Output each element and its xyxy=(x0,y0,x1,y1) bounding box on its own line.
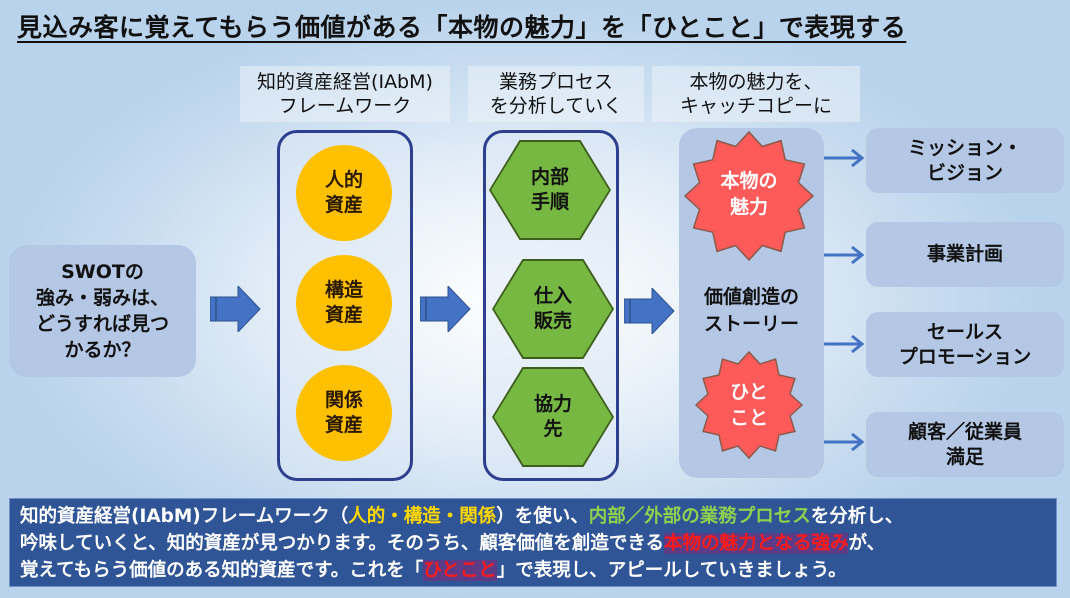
burst-label-line: ひと xyxy=(730,381,768,403)
burst-label-line: こと xyxy=(729,407,768,429)
arrow-right-icon xyxy=(824,432,865,452)
outcome-label: セールス xyxy=(926,320,1003,343)
catchcopy-header-line2: キャッチコピーに xyxy=(679,95,832,117)
process-hex-purchase-sales: 仕入販売 xyxy=(494,261,612,357)
swot-line: どうすれば見つ xyxy=(35,313,169,335)
arrow-right-icon xyxy=(824,245,865,265)
page-title: 見込み客に覚えてもらう価値がある「本物の魅力」を「ひとこと」で表現する xyxy=(17,13,907,42)
framework-header-line2: フレームワーク xyxy=(278,95,412,117)
outcome-label: プロモーション xyxy=(898,345,1032,368)
summary-text: 」で表現し、アピールしていきましょう。 xyxy=(496,560,847,581)
asset-label: 資産 xyxy=(324,194,363,216)
asset-label: 人的 xyxy=(324,169,363,191)
summary-line-3: 覚えてもらう価値のある知的資産です。これを「ひとこと」で表現し、アピールしていき… xyxy=(20,557,1056,584)
summary-highlight-red: 本物の魅力となる強み xyxy=(664,533,849,554)
asset-label: 関係 xyxy=(324,389,363,411)
asset-circle-human: 人的資産 xyxy=(296,145,392,241)
framework-header-line1: 知的資産経営(IAbM) xyxy=(257,71,433,93)
summary-text: 吟味していくと、知的資産が見つかります。そのうち、顧客価値を創造できる xyxy=(20,533,664,554)
asset-label: 資産 xyxy=(324,414,363,436)
burst-top-label: 本物の 魅力 xyxy=(683,168,815,220)
swot-line: 強み・弱みは、 xyxy=(35,287,169,309)
burst-label-line: 魅力 xyxy=(729,196,768,218)
summary-text: が、 xyxy=(848,533,886,554)
starburst-shape xyxy=(694,350,804,460)
outcome-label: ミッション・ xyxy=(907,136,1022,159)
process-label: 手順 xyxy=(530,191,569,213)
arrow-right-icon xyxy=(824,148,865,168)
block-arrow-icon xyxy=(420,286,471,332)
outcome-label: ビジョン xyxy=(926,161,1003,184)
summary-highlight-red: ひとこと xyxy=(423,560,497,581)
asset-label: 資産 xyxy=(324,304,363,326)
process-label: 販売 xyxy=(533,310,572,332)
asset-circle-relational: 関係資産 xyxy=(296,365,392,461)
process-label: 協力 xyxy=(533,393,572,415)
starburst-icon xyxy=(683,130,815,262)
outcome-label: 満足 xyxy=(945,445,984,468)
outcome-label: 顧客／従業員 xyxy=(907,420,1022,443)
catchcopy-header-line1: 本物の魅力を、 xyxy=(689,71,823,93)
story-line: 価値創造の xyxy=(703,286,799,308)
starburst-icon xyxy=(694,350,804,460)
process-label: 仕入 xyxy=(533,285,572,307)
asset-label: 構造 xyxy=(324,279,363,301)
asset-circle-structural: 構造資産 xyxy=(296,255,392,351)
outcome-label: 事業計画 xyxy=(926,243,1003,265)
process-label: 内部 xyxy=(530,166,569,188)
swot-line: SWOTの xyxy=(61,261,144,283)
story-line: ストーリー xyxy=(703,313,799,335)
summary-highlight-yellow: 人的・構造・関係 xyxy=(348,506,497,527)
summary-line-2: 吟味していくと、知的資産が見つかります。そのうち、顧客価値を創造できる本物の魅力… xyxy=(20,530,1056,557)
summary-banner: 知的資産経営(IAbM)フレームワーク（人的・構造・関係）を使い、内部／外部の業… xyxy=(9,498,1057,587)
outcome-business-plan: 事業計画 xyxy=(866,222,1064,287)
outcome-sales-promotion: セールスプロモーション xyxy=(866,312,1064,377)
burst-bottom-label: ひと こと xyxy=(694,379,804,431)
swot-line: かるか？ xyxy=(64,339,141,361)
starburst-shape xyxy=(683,130,815,262)
block-arrow-icon xyxy=(624,288,675,334)
summary-line-1: 知的資産経営(IAbM)フレームワーク（人的・構造・関係）を使い、内部／外部の業… xyxy=(20,503,1056,530)
framework-header: 知的資産経営(IAbM) フレームワーク xyxy=(240,66,450,122)
value-story-label: 価値創造の ストーリー xyxy=(679,284,824,338)
outcome-mission-vision: ミッション・ビジョン xyxy=(866,128,1064,193)
burst-label-line: 本物の xyxy=(720,170,778,192)
summary-text: ）を使い、 xyxy=(496,506,589,527)
summary-highlight-green: 内部／外部の業務プロセス xyxy=(588,506,811,527)
summary-text: 覚えてもらう価値のある知的資産です。これを「 xyxy=(20,560,424,581)
process-label: 先 xyxy=(543,418,563,440)
process-header-line2: を分析していく xyxy=(489,95,623,117)
arrow-right-icon xyxy=(824,334,865,354)
process-header: 業務プロセス を分析していく xyxy=(468,66,644,122)
catchcopy-header: 本物の魅力を、 キャッチコピーに xyxy=(652,66,860,122)
swot-question-box: SWOTの 強み・弱みは、 どうすれば見つ かるか？ xyxy=(9,245,196,377)
summary-text: 知的資産経営(IAbM)フレームワーク（ xyxy=(20,506,349,527)
process-hex-partners: 協力先 xyxy=(494,369,612,465)
outcome-satisfaction: 顧客／従業員満足 xyxy=(866,412,1064,477)
block-arrow-icon xyxy=(210,286,261,332)
process-header-line1: 業務プロセス xyxy=(498,71,613,93)
summary-text: を分析し、 xyxy=(810,506,904,527)
